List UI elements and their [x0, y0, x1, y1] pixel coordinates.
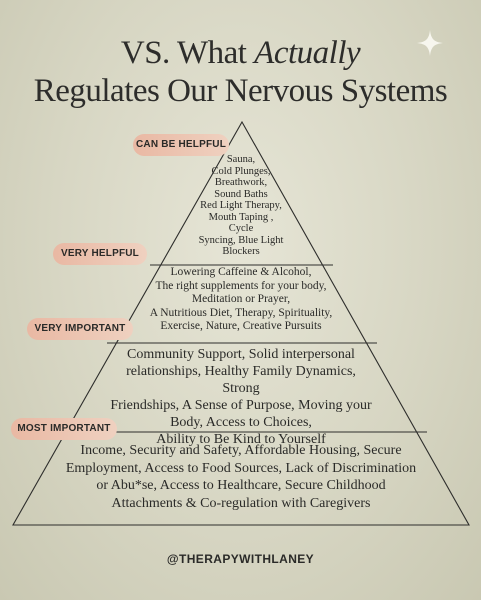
tier-line: Cold Plunges,	[211, 165, 271, 177]
tier-text-very-helpful: Lowering Caffeine & Alcohol, The right s…	[136, 266, 346, 334]
tier-text-most-important: Income, Security and Safety, Affordable …	[52, 442, 430, 512]
tier-text-can-be-helpful: Sauna, Cold Plunges, Breathwork, Sound B…	[196, 154, 286, 258]
tier-label-very-helpful: VERY HELPFUL	[53, 243, 147, 265]
tier-line: Community Support, Solid interpersonal	[127, 347, 355, 362]
tier-line: Sound Baths	[214, 188, 268, 200]
social-handle: @THERAPYWITHLANEY	[166, 552, 315, 566]
tier-label-most-important: MOST IMPORTANT	[11, 418, 117, 440]
tier-line: Ability to Be Kind to Yourself	[156, 432, 326, 447]
title-emphasis: Actually	[254, 35, 361, 71]
tier-line: Meditation or Prayer,	[191, 293, 291, 305]
tier-line: The right supplements for your body,	[155, 279, 327, 292]
tier-text-very-important: Community Support, Solid interpersonal r…	[108, 346, 374, 448]
tier-label-can-be-helpful: CAN BE HELPFUL	[133, 134, 229, 156]
tier-label-very-important: VERY IMPORTANT	[27, 318, 133, 340]
page-title-line-1: VS. What Actually	[0, 34, 481, 72]
tier-line: or Abu*se, Access to Healthcare, Secure …	[96, 478, 386, 493]
tier-line: Red Light Therapy,	[200, 200, 282, 211]
title-prefix: VS. What	[120, 35, 255, 71]
tier-line: Syncing, Blue Light	[198, 234, 284, 246]
tier-line: Employment, Access to Food Sources, Lack…	[65, 460, 417, 476]
tier-line: Mouth Taping , Cycle	[208, 211, 274, 235]
tier-line: Income, Security and Safety, Affordable …	[80, 443, 402, 458]
tier-line: Lowering Caffeine & Alcohol,	[170, 266, 312, 278]
tier-line: A Nutritious Diet, Therapy, Spirituality…	[149, 306, 333, 319]
tier-line: Attachments & Co-regulation with Caregiv…	[111, 495, 371, 511]
tier-line: Sauna,	[226, 154, 256, 165]
tier-line: Breathwork,	[214, 177, 268, 188]
tier-line: Body, Access to Choices,	[170, 415, 312, 430]
tier-line: Friendships, A Sense of Purpose, Moving …	[110, 398, 372, 413]
sparkle-icon	[417, 30, 443, 56]
tier-line: Blockers	[222, 246, 260, 257]
tier-line: Exercise, Nature, Creative Pursuits	[160, 320, 322, 332]
tier-line: relationships, Healthy Family Dynamics, …	[126, 364, 356, 396]
page-title-line-2: Regulates Our Nervous Systems	[33, 73, 448, 109]
